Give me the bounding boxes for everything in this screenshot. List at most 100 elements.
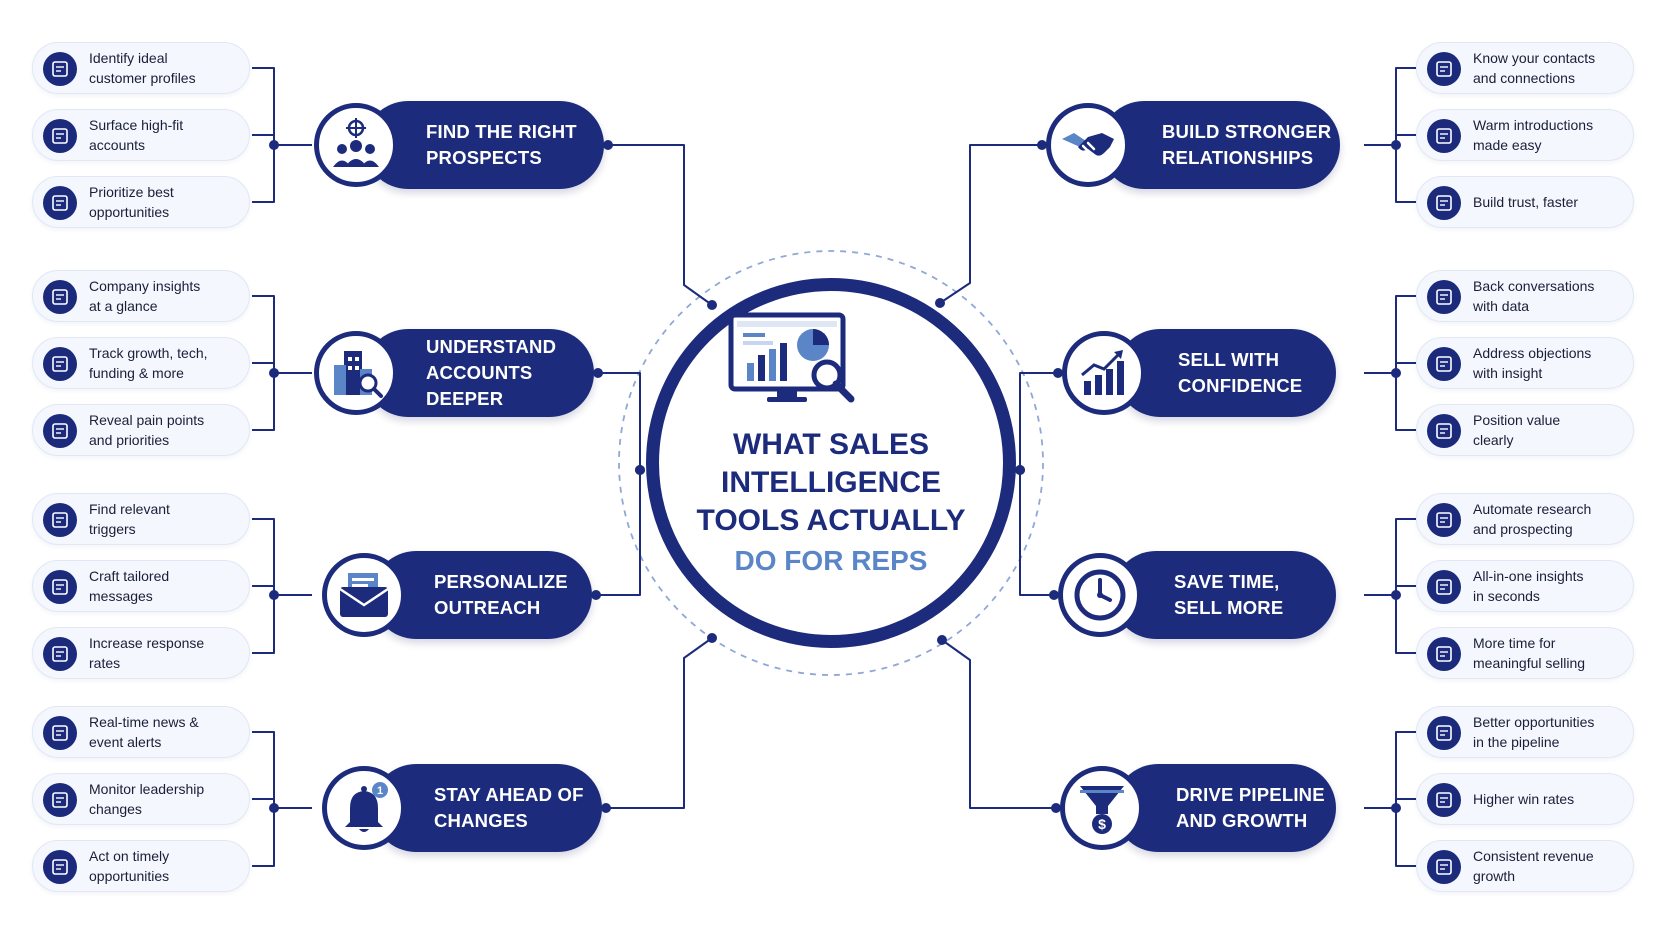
left-branch-3-label: PERSONALIZE OUTREACH: [434, 571, 568, 618]
right-branch-1-subitem[interactable]: Know your contacts and connections: [1416, 42, 1634, 94]
right-branch-2-subitem[interactable]: Position value clearly: [1416, 404, 1634, 456]
right-branch-2-subitem-text: Position value clearly: [1473, 412, 1561, 448]
right-branch-3-subitem[interactable]: More time for meaningful selling: [1416, 627, 1634, 679]
right-branch-3-subitem[interactable]: All-in-one insights in seconds: [1416, 560, 1634, 612]
right-branch-4-pill-dot: [1051, 803, 1061, 813]
left-branch-4-subitem[interactable]: Real-time news & event alerts: [32, 706, 250, 758]
building-search-icon: [314, 331, 398, 415]
right-branch-1-subitem-text: Know your contacts and connections: [1473, 50, 1596, 86]
right-branch-1-subitem[interactable]: Build trust, faster: [1416, 176, 1634, 228]
left-branch-4-pill[interactable]: STAY AHEAD OF CHANGES: [372, 764, 602, 852]
right-branch-3-hub-dot: [1015, 465, 1025, 475]
target-people-icon: [314, 103, 398, 187]
left-branch-2-subitem-text: Reveal pain points and priorities: [89, 412, 205, 448]
timely-icon: [43, 850, 77, 884]
right-branch-3-pill[interactable]: SAVE TIME, SELL MORE: [1112, 551, 1336, 639]
left-branch-2-pill-dot: [593, 368, 603, 378]
rising-chart-icon: [1062, 331, 1146, 415]
right-branch-2-label: SELL WITH CONFIDENCE: [1178, 349, 1303, 396]
contacts-icon: [1427, 52, 1461, 86]
left-branch-2-pill[interactable]: UNDERSTAND ACCOUNTS DEEPER: [364, 329, 594, 417]
left-branch-3-subitem-text: Find relevant triggers: [89, 501, 170, 537]
time-icon: [1427, 637, 1461, 671]
left-branch-2-label: UNDERSTAND ACCOUNTS DEEPER: [426, 336, 557, 409]
hub-dashed-halo: [618, 250, 1044, 676]
right-branch-2-pill-dot: [1053, 368, 1063, 378]
left-branch-3-bracket-dot: [269, 590, 279, 600]
right-branch-1-hub-dot: [935, 298, 945, 308]
left-branch-1-subitem-text: Surface high-fit accounts: [89, 117, 184, 153]
right-branch-3-subitem-text: More time for meaningful selling: [1473, 635, 1586, 671]
right-branch-3-label: SAVE TIME, SELL MORE: [1174, 571, 1284, 618]
left-branch-2-subitem[interactable]: Reveal pain points and priorities: [32, 404, 250, 456]
left-branch-4-label: STAY AHEAD OF CHANGES: [434, 784, 584, 831]
right-branch-4-pill[interactable]: DRIVE PIPELINE AND GROWTH: [1114, 764, 1336, 852]
left-branch-1-pill-dot: [603, 140, 613, 150]
right-branch-4-subitem-text: Consistent revenue growth: [1473, 848, 1594, 884]
left-branch-2-hub-link: [598, 372, 641, 470]
right-branch-1-hub-link: [939, 144, 1042, 304]
left-branch-1-subitem[interactable]: Surface high-fit accounts: [32, 109, 250, 161]
insights-icon: [43, 280, 77, 314]
right-branch-3-subitem[interactable]: Automate research and prospecting: [1416, 493, 1634, 545]
left-branch-4-subitem[interactable]: Act on timely opportunities: [32, 840, 250, 892]
right-branch-3-bracket-dot: [1391, 590, 1401, 600]
monitor-analytics-icon: [728, 312, 855, 403]
right-branch-2-pill[interactable]: SELL WITH CONFIDENCE: [1116, 329, 1336, 417]
left-branch-4-subitem-text: Act on timely opportunities: [89, 848, 170, 884]
left-branch-1-subitem-text: Prioritize best opportunities: [89, 184, 174, 220]
account-card-icon: [43, 119, 77, 153]
news-alert-icon: [43, 716, 77, 750]
envelope-icon: [322, 553, 406, 637]
right-branch-3-subitem-text: Automate research and prospecting: [1473, 501, 1592, 537]
left-branch-2-subitem[interactable]: Company insights at a glance: [32, 270, 250, 322]
left-branch-4-bracket-dot: [269, 803, 279, 813]
right-branch-2-subitem[interactable]: Back conversations with data: [1416, 270, 1634, 322]
data-icon: [1427, 280, 1461, 314]
left-branch-4-subitem-text: Monitor leadership changes: [89, 781, 205, 817]
left-branch-3-subitem[interactable]: Craft tailored messages: [32, 560, 250, 612]
right-branch-1-bracket-dot: [1391, 140, 1401, 150]
left-branch-1-subitem-text: Identify ideal customer profiles: [89, 50, 196, 86]
left-branch-1-subitem[interactable]: Identify ideal customer profiles: [32, 42, 250, 94]
response-rate-icon: [43, 637, 77, 671]
growth-tracking-icon: [43, 347, 77, 381]
left-branch-1-label: FIND THE RIGHT PROSPECTS: [426, 121, 577, 168]
svg-text:1: 1: [377, 785, 383, 797]
left-branch-3-subitem[interactable]: Increase response rates: [32, 627, 250, 679]
objection-icon: [1427, 347, 1461, 381]
handshake-icon: [1046, 103, 1130, 187]
right-branch-1-pill[interactable]: BUILD STRONGER RELATIONSHIPS: [1100, 101, 1340, 189]
left-branch-2-subitem-text: Company insights at a glance: [89, 278, 201, 314]
right-branch-1-subitem-text: Warm introductions made easy: [1473, 117, 1594, 153]
automate-icon: [1427, 503, 1461, 537]
right-branch-1-label: BUILD STRONGER RELATIONSHIPS: [1162, 121, 1332, 168]
left-branch-3-subitem-text: Craft tailored messages: [89, 568, 170, 604]
right-branch-2-subitem-text: Back conversations with data: [1473, 278, 1595, 314]
all-in-one-icon: [1427, 570, 1461, 604]
left-branch-1-hub-link: [608, 144, 713, 306]
left-branch-2-subitem[interactable]: Track growth, tech, funding & more: [32, 337, 250, 389]
left-branch-4-pill-dot: [601, 803, 611, 813]
leadership-icon: [43, 783, 77, 817]
right-branch-2-subitem[interactable]: Address objections with insight: [1416, 337, 1634, 389]
left-branch-3-subitem[interactable]: Find relevant triggers: [32, 493, 250, 545]
funnel-dollar-icon: $: [1060, 766, 1144, 850]
priority-icon: [43, 186, 77, 220]
left-branch-4-subitem[interactable]: Monitor leadership changes: [32, 773, 250, 825]
right-branch-4-subitem[interactable]: Consistent revenue growth: [1416, 840, 1634, 892]
right-branch-4-subitem[interactable]: Higher win rates: [1416, 773, 1634, 825]
pipeline-icon: [1427, 716, 1461, 750]
right-branch-2-subitem-text: Address objections with insight: [1473, 345, 1592, 381]
left-branch-3-pill[interactable]: PERSONALIZE OUTREACH: [372, 551, 592, 639]
right-branch-4-subitem[interactable]: Better opportunities in the pipeline: [1416, 706, 1634, 758]
right-branch-1-subitem[interactable]: Warm introductions made easy: [1416, 109, 1634, 161]
central-hub: WHAT SALES INTELLIGENCE TOOLS ACTUALLY D…: [646, 278, 1016, 648]
left-branch-1-pill[interactable]: FIND THE RIGHT PROSPECTS: [364, 101, 604, 189]
right-branch-4-hub-link: [941, 639, 1056, 809]
left-branch-1-subitem[interactable]: Prioritize best opportunities: [32, 176, 250, 228]
bell-notification-icon: 1: [322, 766, 406, 850]
right-branch-2-hub-link: [1019, 372, 1058, 470]
left-branch-3-pill-dot: [591, 590, 601, 600]
